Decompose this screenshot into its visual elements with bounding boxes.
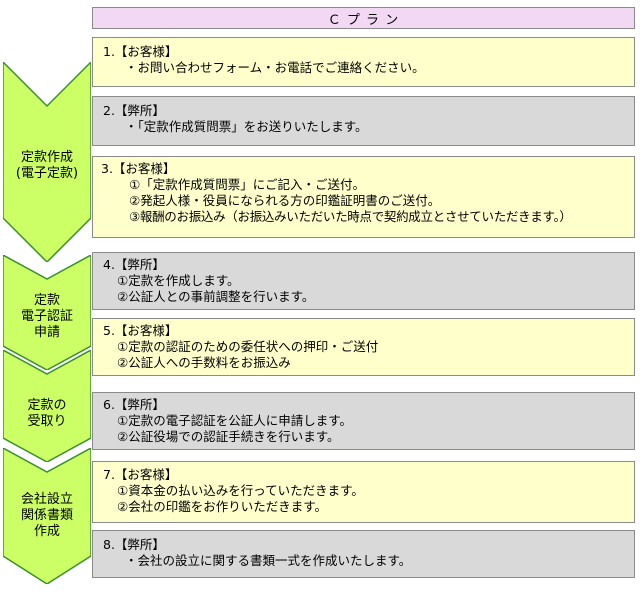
step-line: ①定款の認証のための委任状への押印・ご送付 [117, 339, 379, 354]
step-title: 2.【弊所】 [103, 103, 165, 118]
step-line: ・お問い合わせフォーム・お電話でご連絡ください。 [125, 60, 425, 75]
step-box-6: 6.【弊所】 ①定款の電子認証を公証人に申請します。 ②公証役場での認証手続きを… [92, 392, 635, 450]
phase-label-line: 申請 [33, 325, 60, 340]
phase-label: 定款作成 (電子定款) [3, 150, 91, 182]
phase-label-line: 定款 [33, 293, 60, 308]
phase-arrow-teikan-sakusei: 定款作成 (電子定款) [3, 62, 91, 262]
chevron-arrow-shape [3, 255, 91, 370]
step-box-7: 7.【お客様】 ①資本金の払い込みを行っていただきます。 ②会社の印鑑をお作りい… [92, 461, 635, 523]
step-line: ②発起人様・役員になられる方の印鑑証明書のご送付。 [129, 193, 441, 208]
step-line: ②公証役場での認証手続きを行います。 [117, 429, 340, 444]
step-line: ③報酬のお振込み（お振込みいただいた時点で契約成立とさせていただきます。） [129, 209, 572, 224]
phase-label-line: 定款の [27, 398, 67, 413]
step-line: ①定款の電子認証を公証人に申請します。 [117, 413, 352, 428]
phase-arrow-denshi-ninsho: 定款 電子認証 申請 [3, 255, 91, 370]
step-box-2: 2.【弊所】 ・「定款作成質問票」をお送りいたします。 [92, 96, 635, 146]
chevron-arrow-shape [3, 62, 91, 262]
step-box-3: 3.【お客様】 ①「定款作成質問票」にご記入・ご送付。 ②発起人様・役員になられ… [92, 156, 635, 238]
step-line: ①「定款作成質問票」にご記入・ご送付。 [129, 177, 365, 192]
step-line: ②公証人への手数料をお振込み [117, 355, 291, 370]
step-box-1: 1.【お客様】 ・お問い合わせフォーム・お電話でご連絡ください。 [92, 37, 635, 87]
phase-label: 定款 電子認証 申請 [3, 293, 91, 341]
step-title: 5.【お客様】 [103, 323, 178, 338]
phase-label-line: 定款作成 [20, 150, 73, 165]
chevron-arrow-shape [3, 448, 91, 584]
plan-header: Ｃ プ ラ ン [92, 7, 635, 29]
step-title: 4.【弊所】 [103, 257, 165, 272]
phase-label-line: 受取り [27, 414, 67, 429]
step-box-4: 4.【弊所】 ①定款を作成します。 ②公証人との事前調整を行います。 [92, 252, 635, 310]
phase-label-line: 会社設立 [20, 492, 73, 507]
step-line: ②会社の印鑑をお作りいただきます。 [117, 499, 327, 514]
step-box-8: 8.【弊所】 ・会社の設立に関する書類一式を作成いたします。 [92, 530, 635, 578]
step-title: 1.【お客様】 [103, 44, 178, 59]
step-title: 8.【弊所】 [103, 537, 165, 552]
step-title: 6.【弊所】 [103, 397, 165, 412]
step-line: ・会社の設立に関する書類一式を作成いたします。 [125, 553, 412, 568]
step-title: 7.【お客様】 [103, 467, 178, 482]
phase-label: 会社設立 関係書類 作成 [3, 492, 91, 540]
step-line: ②公証人との事前調整を行います。 [117, 289, 315, 304]
phase-label: 定款の 受取り [3, 398, 91, 430]
step-box-5: 5.【お客様】 ①定款の認証のための委任状への押印・ご送付 ②公証人への手数料を… [92, 318, 635, 376]
phase-arrow-kankei-shorui: 会社設立 関係書類 作成 [3, 448, 91, 584]
phase-label-line: (電子定款) [15, 166, 79, 181]
chevron-arrow-shape [3, 350, 91, 462]
step-line: ①定款を作成します。 [117, 273, 240, 288]
step-line: ①資本金の払い込みを行っていただきます。 [117, 483, 364, 498]
step-line: ・「定款作成質問票」をお送りいたします。 [125, 119, 368, 134]
phase-label-line: 関係書類 [20, 508, 73, 523]
phase-arrow-teikan-uketori: 定款の 受取り [3, 350, 91, 462]
phase-label-line: 作成 [33, 524, 60, 539]
phase-label-line: 電子認証 [20, 309, 73, 324]
step-title: 3.【お客様】 [101, 161, 176, 176]
plan-title: Ｃ プ ラ ン [327, 12, 400, 28]
